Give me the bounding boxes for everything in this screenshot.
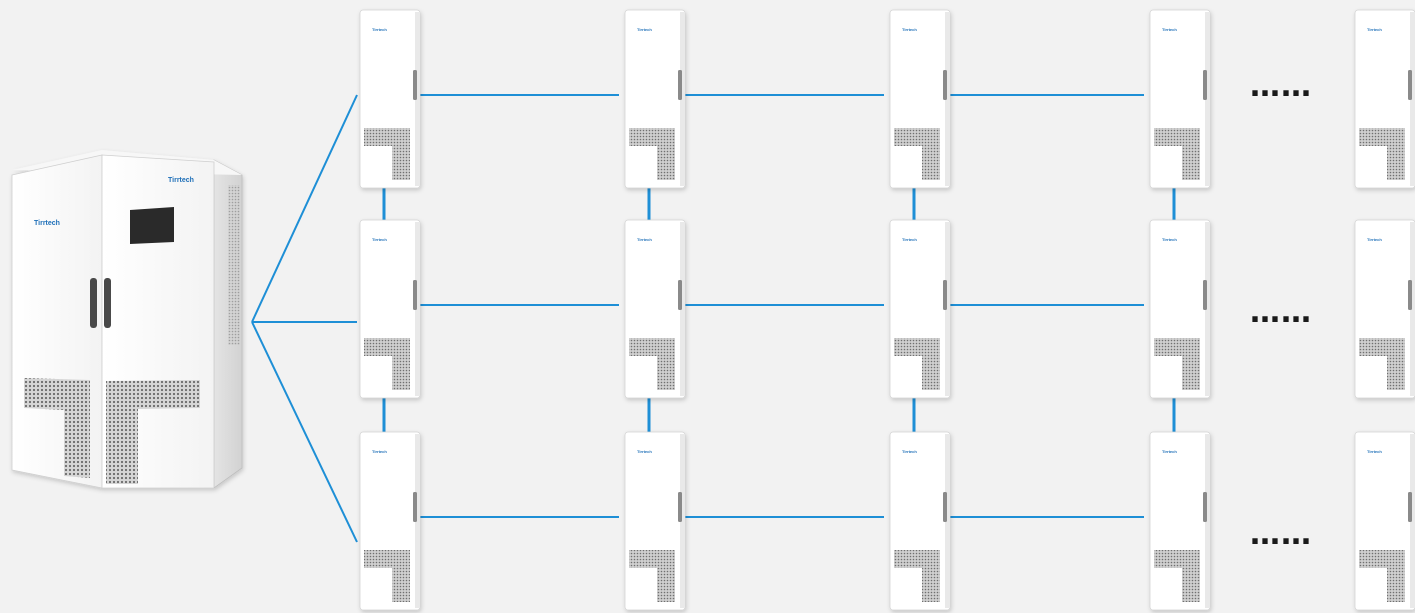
module-brand-label: Tirrtech	[372, 449, 387, 454]
module-r1-c5: Tirrtech	[1355, 10, 1415, 188]
module-brand-label: Tirrtech	[1162, 237, 1177, 242]
module-r3-c1: Tirrtech	[360, 432, 420, 610]
module-r2-c2: Tirrtech	[625, 220, 685, 398]
module-brand-label: Tirrtech	[372, 237, 387, 242]
main-cabinet-brand-left: Tirrtech	[34, 220, 60, 227]
module-brand-label: Tirrtech	[902, 237, 917, 242]
module-brand-label: Tirrtech	[1367, 449, 1382, 454]
module-brand-label: Tirrtech	[637, 449, 652, 454]
module-r2-c1: Tirrtech	[360, 220, 420, 398]
fanout-link-row-1	[252, 95, 357, 322]
module-r1-c3: Tirrtech	[890, 10, 950, 188]
main-cabinet	[12, 150, 242, 488]
module-r2-c3: Tirrtech	[890, 220, 950, 398]
module-r2-c5: Tirrtech	[1355, 220, 1415, 398]
module-brand-label: Tirrtech	[637, 237, 652, 242]
module-r3-c4: Tirrtech	[1150, 432, 1210, 610]
module-links	[384, 95, 1174, 517]
module-r3-c5: Tirrtech	[1355, 432, 1415, 610]
module-r1-c1: Tirrtech	[360, 10, 420, 188]
module-r1-c4: Tirrtech	[1150, 10, 1210, 188]
main-cabinet-brand-right: Tirrtech	[168, 177, 194, 184]
module-brand-label: Tirrtech	[902, 449, 917, 454]
row-1-ellipsis: ……	[1250, 72, 1312, 102]
row-3-ellipsis: ……	[1250, 520, 1312, 550]
module-brand-label: Tirrtech	[637, 27, 652, 32]
module-brand-label: Tirrtech	[1162, 449, 1177, 454]
fanout-links	[252, 95, 357, 542]
row-2-ellipsis: ……	[1250, 298, 1312, 328]
module-r2-c4: Tirrtech	[1150, 220, 1210, 398]
module-r1-c2: Tirrtech	[625, 10, 685, 188]
module-brand-label: Tirrtech	[1367, 237, 1382, 242]
module-brand-label: Tirrtech	[1162, 27, 1177, 32]
module-brand-label: Tirrtech	[372, 27, 387, 32]
module-r3-c3: Tirrtech	[890, 432, 950, 610]
module-r3-c2: Tirrtech	[625, 432, 685, 610]
module-brand-label: Tirrtech	[1367, 27, 1382, 32]
fanout-link-row-3	[252, 322, 357, 542]
module-brand-label: Tirrtech	[902, 27, 917, 32]
